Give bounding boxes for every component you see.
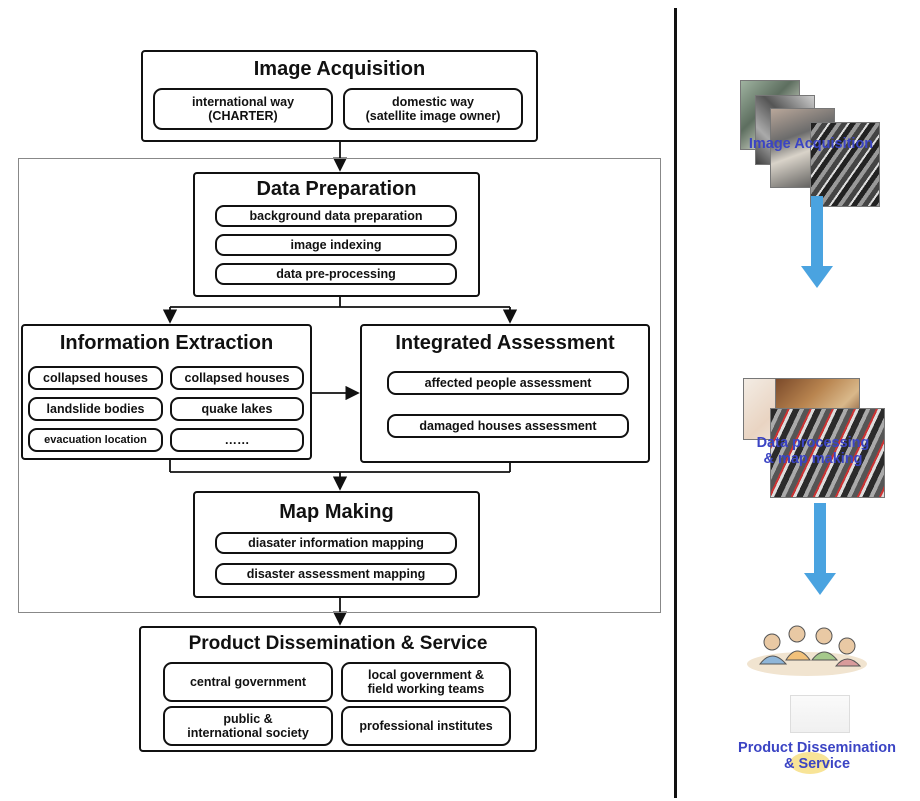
map-thumbnail <box>770 408 885 498</box>
domestic-way: domestic way (satellite image owner) <box>343 88 523 130</box>
image-indexing: image indexing <box>215 234 457 256</box>
map-making-box: Map Making diasater information mapping … <box>193 491 480 598</box>
integrated-assessment-title: Integrated Assessment <box>395 332 615 354</box>
disaster-assessment-mapping: disaster assessment mapping <box>215 563 457 585</box>
evacuation-location: evacuation location <box>28 428 163 452</box>
product-dissemination-title: Product Dissemination & Service <box>188 633 488 654</box>
image-acquisition-title: Image Acquisition <box>253 58 426 80</box>
right-label-image-acquisition: Image Acquisition <box>748 136 874 152</box>
affected-people-assessment: affected people assessment <box>387 371 629 395</box>
image-acquisition-box: Image Acquisition international way (CHA… <box>141 50 538 142</box>
highlight-blob <box>790 752 830 774</box>
professional-institutes: professional institutes <box>341 706 511 746</box>
central-government: central government <box>163 662 333 702</box>
international-way: international way (CHARTER) <box>153 88 333 130</box>
more-items: …… <box>170 428 304 452</box>
down-arrow-icon <box>801 196 833 288</box>
public-international-society: public & international society <box>163 706 333 746</box>
local-government-field-teams: local government & field working teams <box>341 662 511 702</box>
background-data-preparation: background data preparation <box>215 205 457 227</box>
integrated-assessment-box: Integrated Assessment affected people as… <box>360 324 650 463</box>
satellite-image-thumbnail <box>810 122 880 207</box>
collapsed-houses-1: collapsed houses <box>28 366 163 390</box>
collapsed-houses-2: collapsed houses <box>170 366 304 390</box>
disaster-information-mapping: diasater information mapping <box>215 532 457 554</box>
data-pre-processing: data pre-processing <box>215 263 457 285</box>
right-label-product-dissemination: Product Dissemination & Service <box>738 740 896 772</box>
right-label-data-processing: Data processing & map making <box>756 435 870 467</box>
people-meeting-illustration <box>747 625 867 676</box>
panel-divider <box>674 8 677 798</box>
map-making-title: Map Making <box>279 501 394 523</box>
quake-lakes: quake lakes <box>170 397 304 421</box>
data-preparation-title: Data Preparation <box>256 178 417 200</box>
damaged-houses-assessment: damaged houses assessment <box>387 414 629 438</box>
information-extraction-title: Information Extraction <box>59 332 274 354</box>
landslide-bodies: landslide bodies <box>28 397 163 421</box>
data-preparation-box: Data Preparation background data prepara… <box>193 172 480 297</box>
processing-frame <box>18 158 661 613</box>
document-thumbnail <box>790 695 850 733</box>
product-dissemination-box: Product Dissemination & Service central … <box>139 626 537 752</box>
down-arrow-icon <box>804 503 836 595</box>
information-extraction-box: Information Extraction collapsed houses … <box>21 324 312 460</box>
